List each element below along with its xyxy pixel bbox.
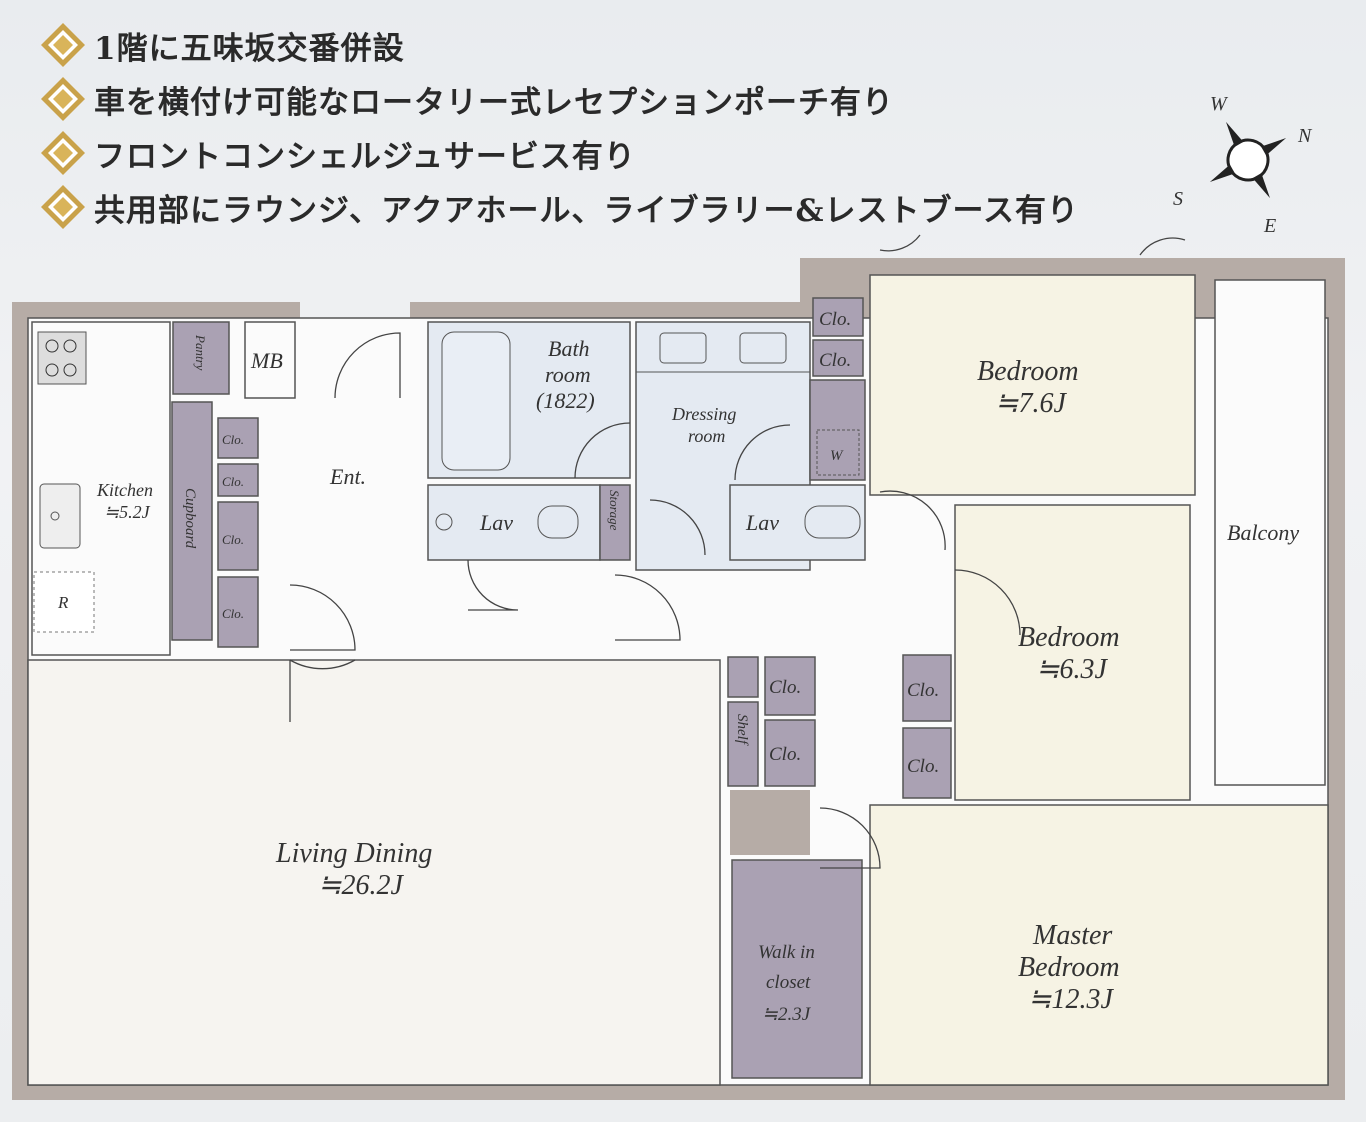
feature-text: 1階に五味坂交番併設 <box>94 30 405 67</box>
bathroom-size: (1822) <box>536 388 595 413</box>
compass-n: N <box>1297 125 1313 147</box>
lav-label: Lav <box>479 510 513 535</box>
washer-label: W <box>830 448 844 464</box>
bathroom-label: Bath <box>548 336 590 361</box>
door-swings <box>289 234 1186 869</box>
master-label: Master <box>1032 920 1112 951</box>
balcony <box>1214 279 1326 786</box>
closet <box>217 417 259 459</box>
toilet-icon <box>537 505 579 539</box>
bedroom-label: Bedroom <box>1018 622 1120 653</box>
closet <box>764 656 816 716</box>
dressing-label: room <box>688 426 725 446</box>
toilet-icon <box>804 505 861 539</box>
living-dining <box>27 659 721 1086</box>
living-size: ≒26.2J <box>318 870 404 901</box>
wic-size: ≒2.3J <box>762 1004 812 1025</box>
pantry-label: Pantry <box>193 334 208 371</box>
bedroom-size: ≒6.3J <box>1036 654 1108 685</box>
closet <box>727 656 759 698</box>
mb-label: MB <box>250 348 283 373</box>
closet <box>217 501 259 571</box>
refrigerator-space <box>33 571 95 633</box>
closet-label: Clo. <box>222 432 244 447</box>
bedroom-2 <box>954 504 1191 801</box>
gold-diamond-icon <box>41 185 85 229</box>
drain-icon <box>435 513 453 531</box>
stove-icon <box>37 331 87 385</box>
bedroom-1 <box>869 274 1196 496</box>
compass-w: W <box>1210 93 1229 115</box>
compass-s: S <box>1173 188 1183 210</box>
closet-label: Clo. <box>907 756 939 777</box>
feature-text: 車を横付け可能なロータリー式レセプションポーチ有り <box>94 84 894 121</box>
wic-label: closet <box>766 972 811 993</box>
closet <box>812 297 864 337</box>
closet <box>902 654 952 722</box>
storage <box>599 484 631 561</box>
closet-label: Clo. <box>222 474 244 489</box>
closet-label: Clo. <box>769 744 801 765</box>
compass-icon: W N S E <box>1173 93 1313 237</box>
shelf <box>727 701 759 787</box>
feature-item: 共用部にラウンジ、アクアホール、ライブラリー&レストブース有り <box>40 180 1079 234</box>
feature-list: 1階に五味坂交番併設 車を横付け可能なロータリー式レセプションポーチ有り フロン… <box>40 18 1079 234</box>
refrigerator-label: R <box>57 593 69 612</box>
wic-label: Walk in <box>758 942 815 963</box>
lavatory <box>427 484 601 561</box>
closet <box>764 719 816 787</box>
dressing-label: Dressing <box>671 404 736 424</box>
closet-label: Clo. <box>769 677 801 698</box>
pillar <box>730 790 810 855</box>
kitchen-label: Kitchen <box>96 480 153 500</box>
pantry <box>172 321 230 395</box>
kitchen-size: ≒5.2J <box>104 502 151 522</box>
feature-item: 車を横付け可能なロータリー式レセプションポーチ有り <box>40 72 1079 126</box>
gold-diamond-icon <box>41 131 85 175</box>
closet <box>217 463 259 497</box>
feature-text: 共用部にラウンジ、アクアホール、ライブラリー&レストブース有り <box>94 192 1079 229</box>
cupboard <box>171 401 213 641</box>
bedroom-label: Bedroom <box>977 356 1079 387</box>
basin-icon <box>659 332 707 364</box>
feature-text: フロントコンシェルジュサービス有り <box>94 138 636 175</box>
bedroom-size: ≒7.6J <box>995 388 1067 419</box>
gold-diamond-icon <box>41 77 85 121</box>
closet <box>217 576 259 648</box>
closet-label: Clo. <box>819 309 851 330</box>
bathtub-icon <box>441 331 511 471</box>
closet-label: Clo. <box>222 532 244 547</box>
closet-label: Clo. <box>222 606 244 621</box>
sink-icon <box>39 483 81 549</box>
bathroom-label: room <box>545 362 591 387</box>
balcony-label: Balcony <box>1227 520 1299 545</box>
closet-label: Clo. <box>907 680 939 701</box>
gold-diamond-icon <box>41 23 85 67</box>
walk-in-closet <box>731 859 863 1079</box>
closet <box>902 727 952 799</box>
closet <box>812 339 864 377</box>
storage-label: Storage <box>607 490 622 531</box>
compass-e: E <box>1263 215 1276 237</box>
master-size: ≒12.3J <box>1028 984 1114 1015</box>
feature-item: 1階に五味坂交番併設 <box>40 18 1079 72</box>
lavatory <box>729 484 866 561</box>
entrance-label: Ent. <box>329 464 366 489</box>
cupboard-label: Cupboard <box>182 488 198 549</box>
basin-icon <box>739 332 787 364</box>
mb-room <box>244 321 296 399</box>
feature-item: フロントコンシェルジュサービス有り <box>40 126 1079 180</box>
lav-label: Lav <box>745 510 779 535</box>
shelf-label: Shelf <box>734 714 750 746</box>
living-label: Living Dining <box>275 838 432 869</box>
closet-label: Clo. <box>819 350 851 371</box>
master-bedroom <box>869 804 1329 1086</box>
master-label: Bedroom <box>1018 952 1120 983</box>
